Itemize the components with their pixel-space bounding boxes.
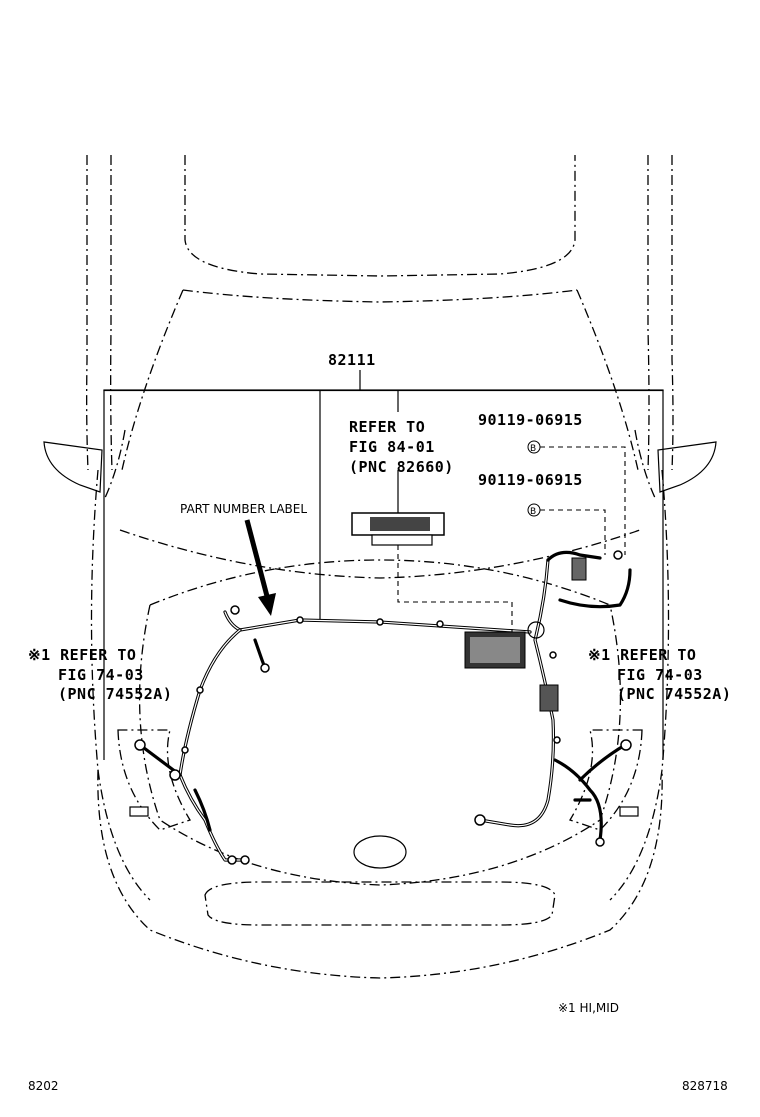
bolt-marker-2-label: B (530, 507, 536, 517)
bolt-part-number-1: 90119-06915 (478, 411, 583, 429)
part-bracket (103, 370, 664, 760)
part-number-label-text: PART NUMBER LABEL (180, 502, 307, 516)
bolt-marker-1-label: B (530, 444, 536, 454)
part-number-label-arrow (244, 519, 276, 616)
refer-left-line3: (PNC 74552A) (58, 685, 172, 703)
page-code: 8202 (28, 1079, 59, 1093)
refer-left-line1: ※1 REFER TO (28, 646, 136, 664)
bolt-marker-1 (527, 440, 541, 454)
refer-right-line2: FIG 74-03 (617, 666, 703, 684)
bolt-leaders (540, 446, 626, 555)
car-body-outline (43, 155, 717, 979)
bolt-marker-2 (527, 503, 541, 517)
refer-center-line3: (PNC 82660) (349, 458, 454, 476)
refer-right-line1: ※1 REFER TO (588, 646, 696, 664)
figure-code: 828718 (682, 1079, 728, 1093)
refer-right-line3: (PNC 74552A) (617, 685, 731, 703)
footnote: ※1 HI,MID (558, 1001, 619, 1015)
refer-center-line1: REFER TO (349, 418, 425, 436)
bolt-part-number-2: 90119-06915 (478, 471, 583, 489)
main-part-number: 82111 (328, 351, 376, 369)
refer-left-line2: FIG 74-03 (58, 666, 144, 684)
refer-center-line2: FIG 84-01 (349, 438, 435, 456)
wire-harness (134, 550, 632, 865)
ecu-connector (351, 470, 513, 632)
